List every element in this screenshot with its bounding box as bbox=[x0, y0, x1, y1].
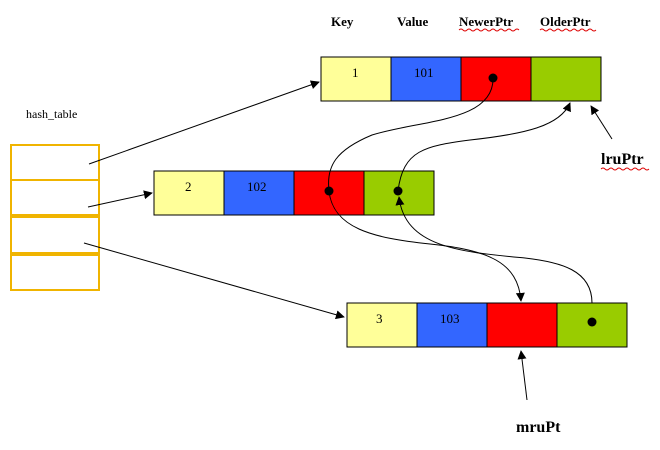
node-2-key: 2 bbox=[185, 179, 192, 194]
node-2-value: 102 bbox=[247, 179, 267, 194]
node-3-key: 3 bbox=[376, 311, 383, 326]
node-3-older-link bbox=[395, 196, 593, 304]
hash-table bbox=[10, 144, 100, 291]
node-1-key-cell bbox=[320, 56, 392, 102]
node-1-key: 1 bbox=[352, 65, 359, 80]
node-2-value-cell bbox=[223, 170, 295, 216]
node-1-value: 101 bbox=[414, 65, 434, 80]
node-3-newer-cell bbox=[486, 302, 558, 348]
hash-table-label: hash_table bbox=[26, 107, 77, 121]
header-key: Key bbox=[331, 14, 354, 29]
node-3 bbox=[346, 302, 628, 348]
lru-pointer-label: lruPtr bbox=[601, 151, 644, 168]
spellcheck-underline bbox=[539, 28, 597, 32]
hash-slot-4 bbox=[10, 254, 100, 291]
mru-pointer-label: mruPt bbox=[516, 419, 561, 436]
spellcheck-underline bbox=[600, 167, 650, 171]
hash-to-node-1-arrow bbox=[88, 80, 320, 165]
hash-slot-3 bbox=[10, 216, 100, 254]
node-3-older-pointer-dot bbox=[587, 317, 597, 327]
lru-pointer-arrow bbox=[590, 105, 613, 140]
node-3-value: 103 bbox=[440, 311, 460, 326]
node-2 bbox=[153, 170, 435, 216]
spellcheck-underline bbox=[458, 28, 520, 32]
header-newer-ptr: NewerPtr bbox=[459, 14, 513, 29]
node-1-newer-link bbox=[328, 77, 494, 192]
node-2-newer-link bbox=[328, 190, 525, 302]
hash-slot-1 bbox=[10, 144, 100, 181]
header-value: Value bbox=[397, 14, 429, 29]
mru-pointer-arrow bbox=[517, 350, 528, 401]
hash-to-node-3-arrow bbox=[83, 242, 345, 320]
header-older-ptr: OlderPtr bbox=[540, 14, 591, 29]
node-1 bbox=[320, 56, 602, 102]
hash-slot-2 bbox=[10, 179, 100, 216]
node-1-value-cell bbox=[390, 56, 462, 102]
node-2-older-link bbox=[397, 102, 571, 192]
node-1-older-cell bbox=[530, 56, 602, 102]
hash-to-node-2-arrow bbox=[87, 190, 153, 208]
node-3-value-cell bbox=[416, 302, 488, 348]
